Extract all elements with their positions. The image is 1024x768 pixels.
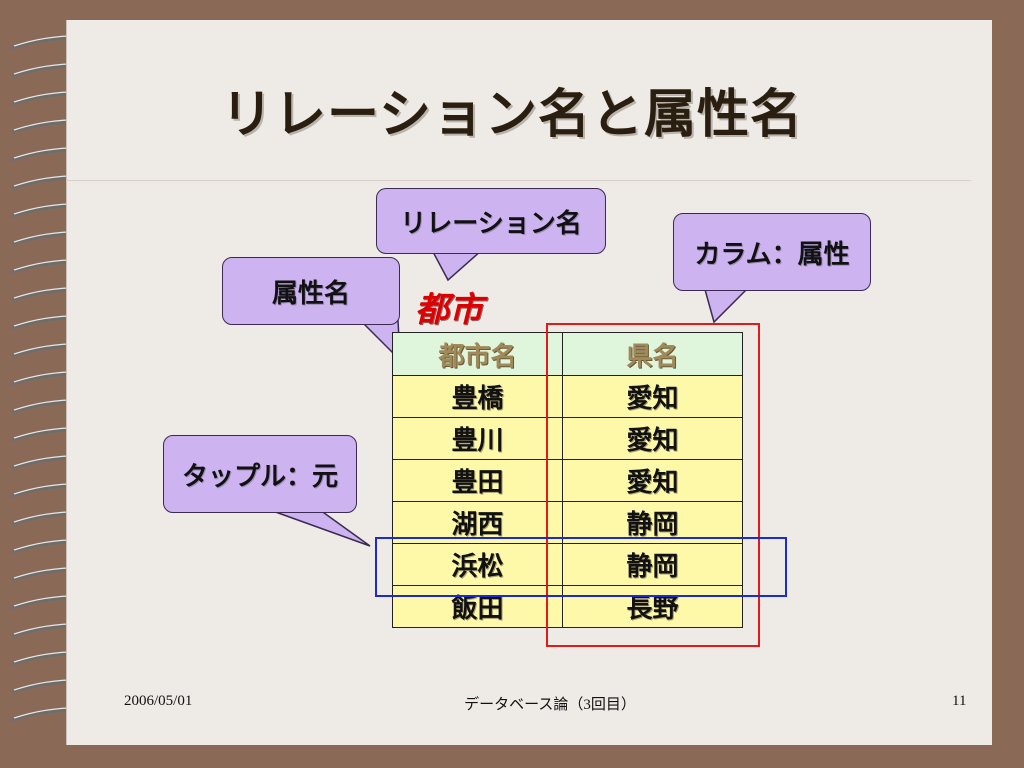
footer-title: データベース論（3回目） — [464, 697, 636, 713]
callout-box: 属性名 — [222, 257, 400, 325]
table-cell: 愛知 — [562, 459, 743, 502]
footer-page-number: 11 — [952, 693, 967, 709]
callout-box: リレーション名 — [376, 188, 606, 254]
callout-box: カラム：属性 — [673, 213, 871, 291]
table-cell: 静岡 — [562, 543, 743, 586]
callout-box: タップル：元 — [163, 435, 357, 513]
row-highlight-box — [375, 537, 787, 597]
slide-title: リレーション名と属性名 — [221, 85, 803, 145]
table-cell: 湖西 — [392, 501, 563, 544]
table-row: 湖西 静岡 — [392, 501, 743, 544]
table-cell: 飯田 — [392, 585, 563, 628]
column-header-city: 都市名 — [392, 332, 563, 376]
column-highlight-box — [546, 323, 760, 647]
title-divider — [66, 180, 971, 181]
table-cell: 長野 — [562, 585, 743, 628]
table-header-row: 都市名 県名 — [392, 332, 743, 376]
table-cell: 浜松 — [392, 543, 563, 586]
table-row: 飯田 長野 — [392, 585, 743, 628]
table-row: 豊川 愛知 — [392, 417, 743, 460]
table-cell: 静岡 — [562, 501, 743, 544]
table-row: 浜松 静岡 — [392, 543, 743, 586]
table-cell: 愛知 — [562, 417, 743, 460]
table-cell: 豊橋 — [392, 375, 563, 418]
column-header-prefecture: 県名 — [562, 332, 743, 376]
table-cell: 豊川 — [392, 417, 563, 460]
relation-table: 都市名 県名 豊橋 愛知 豊川 愛知 豊田 愛知 湖西 静岡 浜松 静岡 飯田 … — [392, 332, 743, 628]
footer-date: 2006/05/01 — [124, 693, 193, 709]
table-row: 豊田 愛知 — [392, 459, 743, 502]
relation-label: 都市 — [415, 290, 483, 330]
table-cell: 豊田 — [392, 459, 563, 502]
